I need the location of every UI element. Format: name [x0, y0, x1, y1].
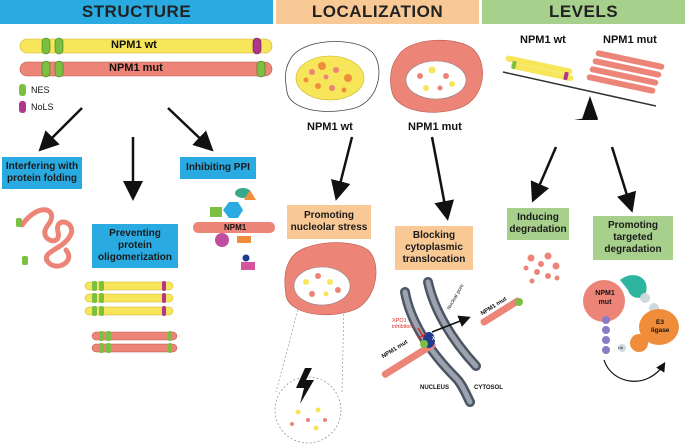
arrow-to-ppi [167, 107, 214, 152]
misfolded-protein-icon [16, 207, 75, 269]
nols-legend-swatch [19, 101, 26, 113]
nes-legend-swatch [19, 84, 26, 96]
arrow-to-targeted [610, 146, 637, 213]
nuclear-transport-diagram [381, 277, 523, 407]
box-interfering-folding: Interfering with protein folding [2, 157, 82, 189]
npm1-mut-bar [19, 60, 273, 78]
npm1-mut-bar-label: NPM1 mut [109, 62, 163, 74]
header-levels: LEVELS [482, 0, 685, 24]
levels-mut-label: NPM1 mut [603, 34, 657, 46]
arrow-to-inducing [530, 146, 558, 203]
xpo1-inhibitors-label: XPO1 inhibitors [392, 318, 415, 330]
box-inhibiting-ppi: Inhibiting PPI [180, 157, 256, 179]
cell-npm1-wt [285, 41, 380, 112]
nols-legend-label: NoLS [31, 102, 54, 112]
npm1-wt-bar-label: NPM1 wt [111, 39, 157, 51]
box-blocking-translocation: Blocking cytoplasmic translocation [395, 226, 473, 270]
box-preventing-oligomerization: Preventing protein oligomerization [92, 224, 178, 268]
degraded-fragments [523, 252, 560, 284]
npm1-wt-bar [19, 37, 273, 55]
ppi-molecules [193, 188, 275, 270]
cell-mut-label: NPM1 mut [408, 121, 462, 133]
nes-legend-label: NES [31, 85, 50, 95]
header-localization: LOCALIZATION [276, 0, 479, 24]
nucleus-label: NUCLEUS [420, 385, 450, 391]
protac-complex [583, 275, 679, 382]
box-inducing-degradation: Inducing degradation [507, 208, 569, 240]
seesaw-balance [502, 50, 665, 120]
arrow-to-nucleolar [331, 136, 354, 201]
levels-wt-label: NPM1 wt [520, 34, 566, 46]
arrow-to-blocking [430, 136, 455, 221]
ub-label: Ub [618, 345, 624, 350]
xpo1-label: XPO1 [432, 336, 446, 342]
header-structure: STRUCTURE [0, 0, 273, 24]
ppi-npm1-label: NPM1 [224, 223, 247, 232]
arrow-to-folding [38, 107, 83, 152]
oligomer-bars [84, 281, 178, 353]
protac-npm1-mut-label: NPM1 mut [595, 290, 615, 306]
box-nucleolar-stress: Promoting nucleolar stress [287, 205, 371, 239]
cytosol-label: CYTOSOL [474, 385, 503, 391]
cell-wt-label: NPM1 wt [307, 121, 353, 133]
e3-ligase-label: E3 ligase [651, 319, 670, 334]
box-promoting-targeted-degradation: Promoting targeted degradation [593, 216, 673, 260]
cell-npm1-mut [390, 39, 483, 113]
stressed-cell [274, 242, 377, 444]
